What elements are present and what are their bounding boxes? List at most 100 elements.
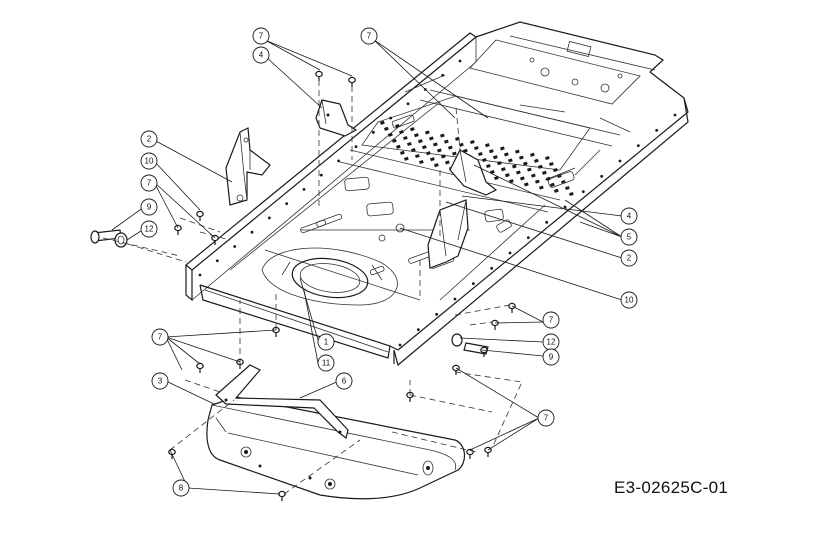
rail-hole	[250, 230, 254, 234]
callout-number: 10	[625, 296, 634, 305]
floor-hole	[535, 179, 540, 184]
callout-number: 7	[259, 32, 264, 41]
callout-number: 3	[158, 377, 163, 386]
rail-hole	[581, 190, 585, 194]
rail-hole	[636, 144, 640, 148]
floor-hole	[380, 120, 385, 125]
rail-hole	[600, 174, 604, 178]
floor-hole	[497, 161, 502, 166]
callout-number: 7	[549, 316, 554, 325]
floor-hole	[527, 167, 532, 172]
floor-hole	[542, 170, 547, 175]
leader-lines	[111, 39, 623, 495]
floor-hole	[433, 142, 438, 147]
floor-hole	[523, 161, 528, 166]
callout-number: 8	[179, 484, 184, 493]
floor-hole	[524, 182, 529, 187]
floor-hole	[434, 163, 439, 168]
floor-hole	[404, 156, 409, 161]
floor-hole	[426, 151, 431, 156]
callout-c13: 7	[542, 311, 560, 329]
floor-hole	[452, 151, 457, 156]
rail-hole	[458, 59, 462, 63]
bolt	[278, 490, 286, 501]
floor-hole	[569, 191, 574, 197]
floor-hole	[392, 138, 397, 143]
rail-hole	[233, 245, 237, 248]
floor-hole	[403, 135, 408, 141]
bolt	[196, 362, 204, 373]
callout-number: 11	[322, 359, 331, 368]
callout-c7: 9	[140, 198, 158, 216]
rail-hole	[389, 116, 393, 120]
floor-hole	[437, 148, 442, 153]
floor-hole	[530, 152, 535, 157]
front-bumper	[206, 396, 465, 500]
floor-hole	[486, 163, 491, 169]
floor-hole	[546, 176, 551, 181]
floor-hole	[501, 167, 506, 172]
floor-hole	[539, 185, 544, 190]
callout-c4: 2	[140, 130, 158, 148]
rail-hole	[508, 251, 512, 255]
callout-number: 12	[145, 225, 154, 234]
callout-number: 10	[145, 157, 154, 166]
rail-hole	[563, 205, 567, 209]
callout-c8: 12	[140, 220, 158, 238]
rail-hole	[215, 259, 219, 263]
callout-c2: 4	[252, 46, 270, 64]
floor-hole	[455, 136, 460, 141]
callout-c10: 4	[620, 207, 638, 225]
floor-hole	[508, 158, 513, 163]
floor-hole	[505, 173, 510, 178]
rail-hole	[267, 216, 271, 220]
rail-hole	[490, 266, 494, 270]
floor-hole	[422, 145, 427, 150]
floor-hole	[419, 159, 424, 165]
alignment-lines	[102, 80, 523, 495]
callout-number: 1	[324, 338, 329, 347]
floor-hole	[429, 136, 434, 141]
floor-hole	[407, 141, 412, 147]
floor-hole	[445, 160, 450, 165]
rail-hole	[545, 220, 549, 224]
rail-hole	[302, 188, 306, 191]
floor-hole	[545, 155, 550, 161]
callout-number: 2	[147, 135, 152, 144]
rail-hole	[416, 328, 420, 332]
rail-hole	[398, 343, 402, 347]
floor-hole	[516, 170, 521, 175]
center-bracket	[449, 149, 498, 196]
rail-hole	[655, 128, 659, 132]
floor-hole	[441, 154, 446, 159]
callout-c11: 2	[620, 249, 638, 267]
rail-hole	[198, 273, 202, 277]
drawing-code: E3-02625C-01	[614, 478, 729, 497]
bolt	[174, 224, 182, 235]
callout-number: 12	[547, 338, 556, 347]
floor-hole	[400, 150, 405, 155]
floor-holes	[380, 120, 574, 197]
callout-number: 2	[627, 254, 632, 263]
bolt	[491, 319, 499, 330]
bumper-brace	[215, 364, 349, 440]
floor-hole	[494, 175, 499, 181]
bolt-fasteners	[90, 70, 516, 501]
floor-hole	[554, 188, 559, 193]
bolt	[452, 364, 460, 375]
callout-c1: 7	[252, 27, 270, 45]
floor-hole	[384, 126, 389, 131]
floor-hole	[531, 173, 536, 178]
callout-c17: 1	[317, 333, 335, 351]
floor-hole	[482, 157, 487, 163]
callout-c16: 7	[151, 328, 169, 346]
floor-hole	[418, 139, 423, 144]
motor-mount-plate	[261, 247, 398, 306]
callout-c12: 10	[620, 291, 638, 309]
floor-hole	[414, 133, 419, 138]
floor-hole	[459, 142, 464, 147]
floor-hole	[519, 155, 524, 160]
bolt	[348, 76, 356, 87]
